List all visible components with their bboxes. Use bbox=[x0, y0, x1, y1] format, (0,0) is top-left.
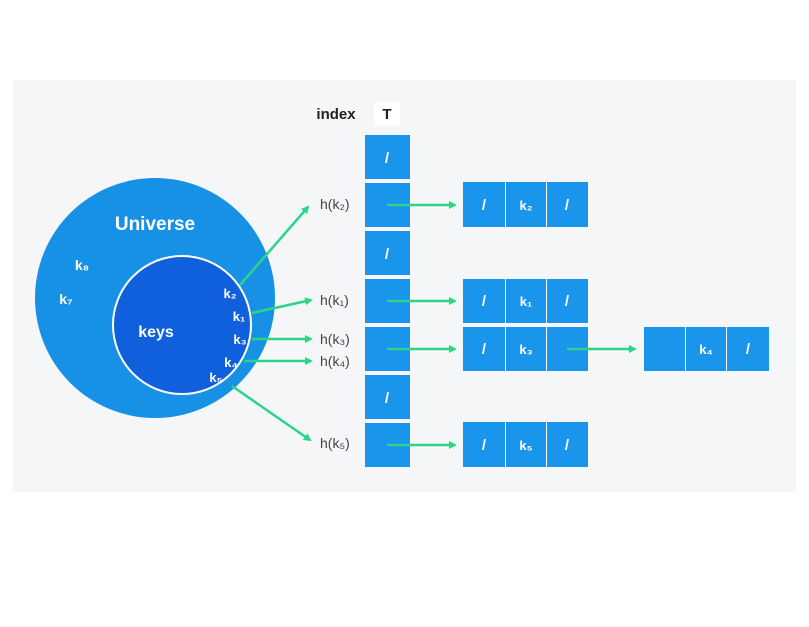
node-prev: / bbox=[482, 197, 487, 214]
key-k2-label: k₂ bbox=[223, 286, 236, 301]
universe-label: Universe bbox=[115, 214, 195, 235]
node-prev: / bbox=[482, 437, 487, 454]
table-slot bbox=[365, 375, 410, 419]
arrow-k2 bbox=[239, 205, 310, 286]
key-k3-label: k₃ bbox=[233, 332, 246, 347]
keys-label: keys bbox=[138, 324, 174, 341]
hash-label-k4: h(k₄) bbox=[320, 353, 350, 369]
chain-node-k1: / k₁ / bbox=[463, 279, 588, 323]
node-key: k₃ bbox=[519, 342, 532, 357]
table-slot bbox=[365, 135, 410, 179]
node-prev: / bbox=[482, 293, 487, 310]
hash-label-k5: h(k₅) bbox=[320, 435, 350, 451]
slot-mark: / bbox=[385, 246, 390, 263]
arrow-k1 bbox=[251, 297, 313, 315]
key-k5-label: k₅ bbox=[209, 370, 222, 385]
chain-node-k2: / k₂ / bbox=[463, 182, 588, 227]
node-prev: / bbox=[482, 341, 487, 358]
hash-label-k2: h(k₂) bbox=[320, 196, 350, 212]
slot-mark: / bbox=[385, 390, 390, 407]
chain-node-k4: k₄ / bbox=[644, 327, 769, 371]
chain-node-k5: / k₅ / bbox=[463, 422, 588, 467]
chain-node-k3: / k₃ bbox=[463, 327, 588, 371]
arrow-k5 bbox=[231, 384, 312, 442]
key-k8-label: k₈ bbox=[75, 257, 89, 273]
node-key: k₁ bbox=[520, 294, 533, 309]
node-key: k₂ bbox=[519, 198, 532, 213]
node-next: / bbox=[746, 341, 751, 358]
slot-mark: / bbox=[385, 150, 390, 167]
hash-label-k3: h(k₃) bbox=[320, 331, 350, 347]
index-header: index bbox=[316, 106, 356, 123]
node-key: k₅ bbox=[519, 438, 532, 453]
node-next: / bbox=[565, 197, 570, 214]
table-header-label: T bbox=[382, 106, 391, 123]
node-next: / bbox=[565, 437, 570, 454]
key-k4-label: k₄ bbox=[224, 355, 237, 370]
hash-table: / / / bbox=[365, 135, 410, 467]
keys-circle bbox=[112, 255, 252, 395]
node-next: / bbox=[565, 293, 570, 310]
table-header-box bbox=[374, 102, 400, 126]
key-k7-label: k₇ bbox=[59, 291, 72, 307]
table-slot bbox=[365, 231, 410, 275]
key-k1-label: k₁ bbox=[233, 309, 246, 324]
hash-label-k1: h(k₁) bbox=[320, 292, 349, 308]
node-key: k₄ bbox=[699, 342, 712, 357]
